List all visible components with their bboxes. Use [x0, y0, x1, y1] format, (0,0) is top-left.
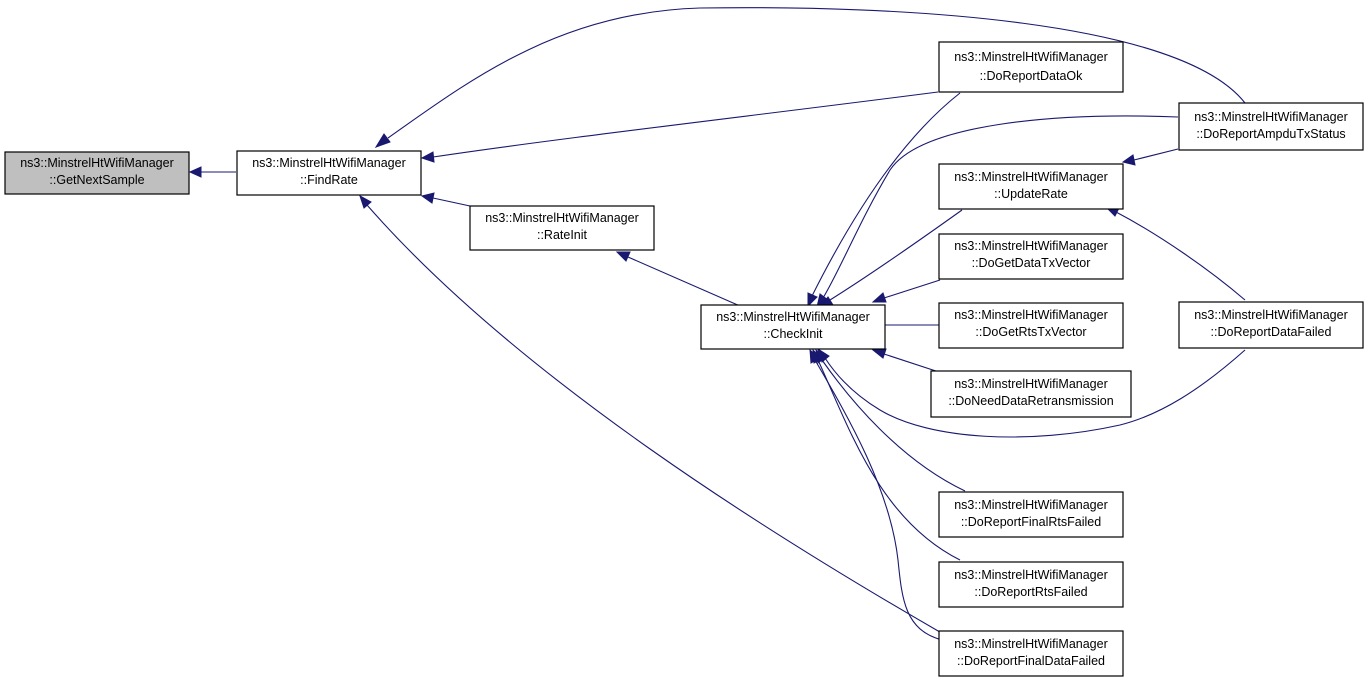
edge-doreportampdutxstatus-updaterate — [1133, 148, 1179, 161]
edges-layer — [188, 7, 1246, 641]
node-title: ns3::MinstrelHtWifiManager — [716, 310, 870, 324]
node-doreportdataok[interactable]: ns3::MinstrelHtWifiManager ::DoReportDat… — [938, 41, 1124, 93]
node-title: ns3::MinstrelHtWifiManager — [1194, 110, 1348, 124]
edge-dogetdatatxvector-checkinit — [883, 279, 941, 299]
edge-updaterate-checkinit — [829, 209, 963, 301]
edge-rateinit-findrate — [432, 197, 471, 207]
edge-doreportampdutxstatus-checkinit — [822, 115, 1179, 299]
node-method: ::DoGetRtsTxVector — [975, 325, 1086, 339]
edge-doreportfinalrtsfailed-checkinit — [821, 359, 966, 492]
edge-checkinit-rateinit — [627, 256, 741, 307]
edge-arrowhead — [1121, 154, 1136, 166]
edge-arrowhead — [188, 166, 202, 178]
node-title: ns3::MinstrelHtWifiManager — [954, 377, 1108, 391]
edge-doreportdatafailed-checkinit — [824, 349, 1246, 438]
edge-doreportdatafailed-updaterate — [1115, 211, 1246, 301]
node-title: ns3::MinstrelHtWifiManager — [954, 50, 1108, 64]
node-findrate[interactable]: ns3::MinstrelHtWifiManager ::FindRate — [236, 150, 422, 196]
node-title: ns3::MinstrelHtWifiManager — [954, 308, 1108, 322]
node-doneeddataretransmission[interactable]: ns3::MinstrelHtWifiManager ::DoNeedDataR… — [930, 370, 1132, 418]
node-method: ::DoReportFinalDataFailed — [957, 654, 1105, 668]
edge-doreportdataok-checkinit — [811, 92, 961, 297]
node-method: ::DoReportFinalRtsFailed — [961, 515, 1101, 529]
node-title: ns3::MinstrelHtWifiManager — [954, 568, 1108, 582]
edge-doreportfinaldatafailed-findrate — [366, 204, 946, 636]
node-title: ns3::MinstrelHtWifiManager — [954, 170, 1108, 184]
edge-doreportampdutxstatus-findrate — [387, 7, 1246, 139]
edge-arrowhead — [420, 192, 435, 204]
node-method: ::DoGetDataTxVector — [972, 256, 1091, 270]
node-method: ::CheckInit — [763, 327, 823, 341]
edge-arrowhead — [871, 292, 887, 303]
node-doreportfinalrtsfailed[interactable]: ns3::MinstrelHtWifiManager ::DoReportFin… — [938, 491, 1124, 538]
edge-arrowhead — [871, 348, 887, 359]
nodes-layer: ns3::MinstrelHtWifiManager ::GetNextSamp… — [4, 41, 1364, 677]
node-title: ns3::MinstrelHtWifiManager — [954, 239, 1108, 253]
node-dogetdatatxvector[interactable]: ns3::MinstrelHtWifiManager ::DoGetDataTx… — [938, 233, 1124, 280]
node-method: ::DoNeedDataRetransmission — [948, 394, 1113, 408]
node-method: ::DoReportRtsFailed — [974, 585, 1087, 599]
node-method: ::DoReportDataFailed — [1211, 325, 1332, 339]
edge-arrowhead — [420, 151, 435, 163]
node-updaterate[interactable]: ns3::MinstrelHtWifiManager ::UpdateRate — [938, 163, 1124, 210]
node-doreportdatafailed[interactable]: ns3::MinstrelHtWifiManager ::DoReportDat… — [1178, 301, 1364, 349]
node-rateinit[interactable]: ns3::MinstrelHtWifiManager ::RateInit — [469, 205, 655, 251]
node-method: ::UpdateRate — [994, 187, 1068, 201]
edge-arrowhead — [359, 194, 372, 209]
node-doreportfinaldatafailed[interactable]: ns3::MinstrelHtWifiManager ::DoReportFin… — [938, 630, 1124, 677]
node-title: ns3::MinstrelHtWifiManager — [252, 156, 406, 170]
node-method: ::FindRate — [300, 173, 358, 187]
node-method: ::DoReportDataOk — [980, 69, 1084, 83]
node-title: ns3::MinstrelHtWifiManager — [954, 498, 1108, 512]
node-getnextsample[interactable]: ns3::MinstrelHtWifiManager ::GetNextSamp… — [4, 151, 190, 195]
edge-arrowhead — [374, 133, 391, 148]
node-checkinit[interactable]: ns3::MinstrelHtWifiManager ::CheckInit — [700, 304, 886, 350]
edge-doreportfinaldatafailed-checkinit — [814, 359, 943, 641]
node-title: ns3::MinstrelHtWifiManager — [485, 211, 639, 225]
node-method: ::DoReportAmpduTxStatus — [1196, 127, 1345, 141]
node-doreportrtsfailed[interactable]: ns3::MinstrelHtWifiManager ::DoReportRts… — [938, 561, 1124, 608]
edge-arrowhead — [807, 292, 818, 308]
node-title: ns3::MinstrelHtWifiManager — [20, 156, 174, 170]
edge-doreportdataok-findrate — [432, 91, 939, 158]
node-title: ns3::MinstrelHtWifiManager — [1194, 308, 1348, 322]
edge-arrowhead — [809, 348, 820, 364]
node-method: ::RateInit — [537, 228, 588, 242]
node-dogetrtstxvector[interactable]: ns3::MinstrelHtWifiManager ::DoGetRtsTxV… — [938, 302, 1124, 349]
node-title: ns3::MinstrelHtWifiManager — [954, 637, 1108, 651]
node-doreportampdutxstatus[interactable]: ns3::MinstrelHtWifiManager ::DoReportAmp… — [1178, 102, 1364, 151]
node-method: ::GetNextSample — [49, 173, 144, 187]
edge-arrowhead — [615, 251, 631, 262]
